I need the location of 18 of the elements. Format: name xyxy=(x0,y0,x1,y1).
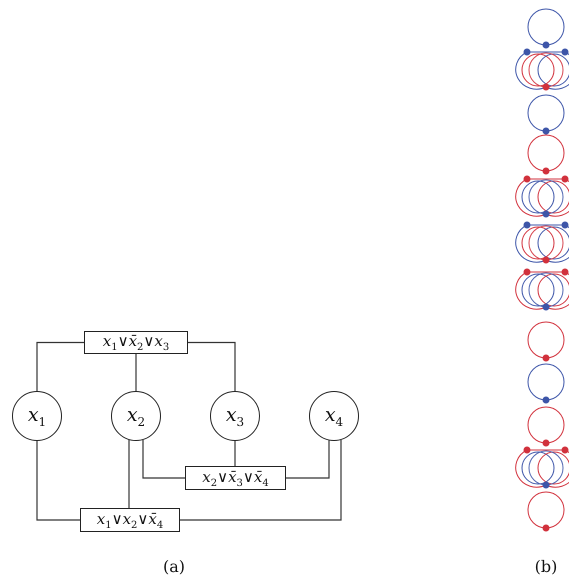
connector-line xyxy=(128,440,130,508)
variable-circle: x$_{2}$ xyxy=(111,391,161,441)
connector-line xyxy=(286,440,330,479)
connector-line xyxy=(36,441,80,521)
connector-line xyxy=(36,342,84,391)
panel-caption: (a) xyxy=(162,557,186,576)
clause-box: x$_{2}$∨x̄$_{3}$∨x̄$_{4}$ xyxy=(185,466,286,490)
panel-caption: (b) xyxy=(534,557,558,576)
connector-line xyxy=(142,440,185,479)
clause-box: x$_{1}$∨x$_{2}$∨x̄$_{4}$ xyxy=(80,508,180,532)
clause-box: x$_{1}$∨x̄$_{2}$∨x$_{3}$ xyxy=(84,331,188,354)
connector-line xyxy=(188,342,236,391)
variable-circle: x$_{1}$ xyxy=(12,391,62,441)
connector-line xyxy=(234,441,236,466)
connector-line xyxy=(135,354,137,391)
connector-line xyxy=(180,440,342,521)
variable-circle: x$_{3}$ xyxy=(210,391,260,441)
variable-circle: x$_{4}$ xyxy=(309,391,359,441)
